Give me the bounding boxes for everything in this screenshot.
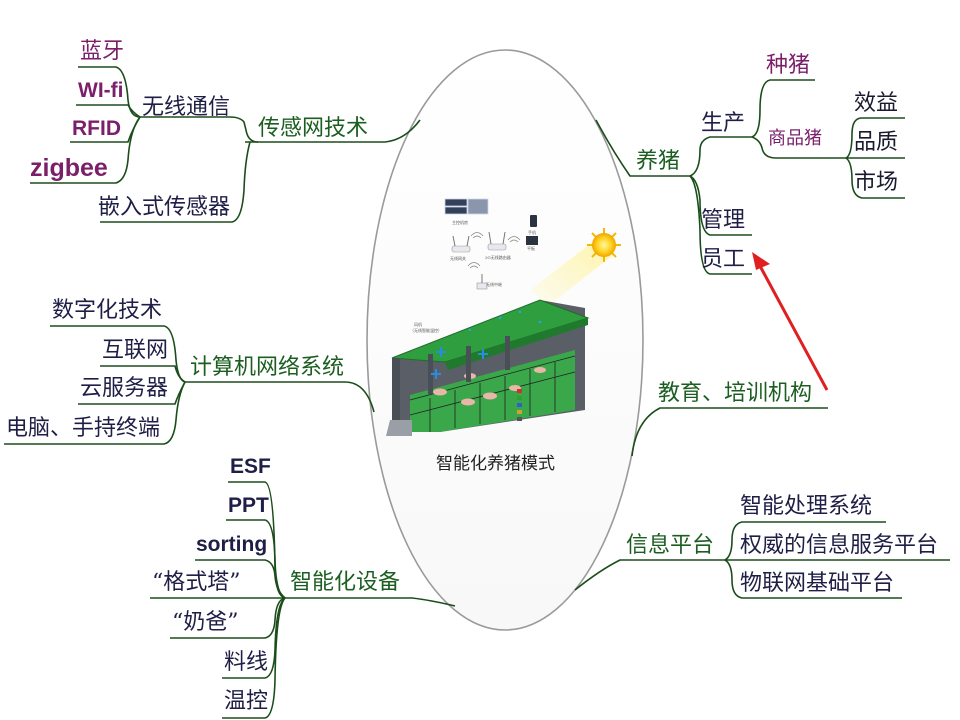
- svg-text:无线中继: 无线中继: [486, 281, 502, 287]
- center-caption: 智能化养猪模式: [436, 454, 555, 474]
- internet-node[interactable]: 互联网: [102, 338, 169, 363]
- education-node[interactable]: 教育、培训机构: [658, 381, 813, 406]
- phone-icon: [530, 215, 537, 227]
- sunbeam: [530, 238, 612, 306]
- pig-farming-node[interactable]: 养猪: [636, 149, 681, 174]
- svg-text:主控机房: 主控机房: [452, 219, 468, 225]
- market-node[interactable]: 市场: [854, 170, 899, 195]
- temp-control-node[interactable]: 温控: [224, 689, 269, 714]
- embedded-sensor-node[interactable]: 嵌入式传感器: [98, 195, 231, 220]
- sorting-node[interactable]: sorting: [196, 533, 268, 556]
- svg-text:3G无线路由器: 3G无线路由器: [485, 254, 511, 260]
- feed-line-node[interactable]: 料线: [224, 650, 269, 675]
- smart-processing-node[interactable]: 智能处理系统: [740, 494, 873, 519]
- red-arrow: [752, 252, 829, 391]
- wireless-node-icon: [476, 274, 488, 290]
- smart-devices-node[interactable]: 智能化设备: [290, 570, 401, 595]
- pig-farm-illustration: 主控机房 手机 平板 无线网关 3G无线路由器 无线中继: [386, 198, 621, 436]
- svg-text:风机: 风机: [414, 321, 422, 327]
- zigbee-node[interactable]: zigbee: [30, 154, 108, 182]
- commercial-pig-node[interactable]: 商品猪: [768, 128, 822, 149]
- digital-tech-node[interactable]: 数字化技术: [52, 298, 163, 323]
- router-icon: [451, 235, 471, 253]
- benefit-node[interactable]: 效益: [854, 91, 899, 116]
- server-icon: [444, 198, 489, 215]
- pig-barn: 风机 （无线智能温控）: [386, 299, 590, 436]
- tablet-icon: [526, 236, 538, 245]
- svg-text:手机: 手机: [528, 229, 536, 235]
- ppt-node[interactable]: PPT: [228, 494, 269, 517]
- rfid-node[interactable]: RFID: [72, 117, 121, 140]
- iot-platform-node[interactable]: 物联网基础平台: [740, 571, 895, 596]
- wireless-comm-node[interactable]: 无线通信: [142, 95, 231, 120]
- management-node[interactable]: 管理: [701, 208, 746, 233]
- router-3g-icon: [487, 231, 507, 251]
- esf-node[interactable]: ESF: [230, 455, 271, 478]
- cloud-server-node[interactable]: 云服务器: [80, 376, 169, 401]
- svg-text:平板: 平板: [527, 245, 535, 251]
- nanny-node[interactable]: “奶爸”: [172, 610, 239, 635]
- quality-node[interactable]: 品质: [854, 130, 899, 155]
- computer-network-node[interactable]: 计算机网络系统: [190, 355, 345, 380]
- info-service-node[interactable]: 权威的信息服务平台: [740, 533, 939, 558]
- svg-text:（无线智能温控）: （无线智能温控）: [410, 327, 442, 333]
- breeding-pig-node[interactable]: 种猪: [766, 53, 811, 78]
- sun-icon: [587, 228, 621, 262]
- svg-text:无线网关: 无线网关: [450, 255, 466, 261]
- production-node[interactable]: 生产: [701, 111, 746, 136]
- wifi-signal-icon: [467, 232, 521, 269]
- branch-lines: [4, 66, 950, 719]
- staff-node[interactable]: 员工: [701, 247, 746, 272]
- farm-legend: [517, 389, 522, 421]
- wifi-node[interactable]: WI-fi: [78, 79, 124, 102]
- gestalt-node[interactable]: “格式塔”: [152, 570, 241, 595]
- bluetooth-node[interactable]: 蓝牙: [80, 39, 125, 64]
- terminal-node[interactable]: 电脑、手持终端: [6, 416, 161, 441]
- info-platform-node[interactable]: 信息平台: [626, 533, 715, 558]
- sensor-network-node[interactable]: 传感网技术: [258, 116, 369, 141]
